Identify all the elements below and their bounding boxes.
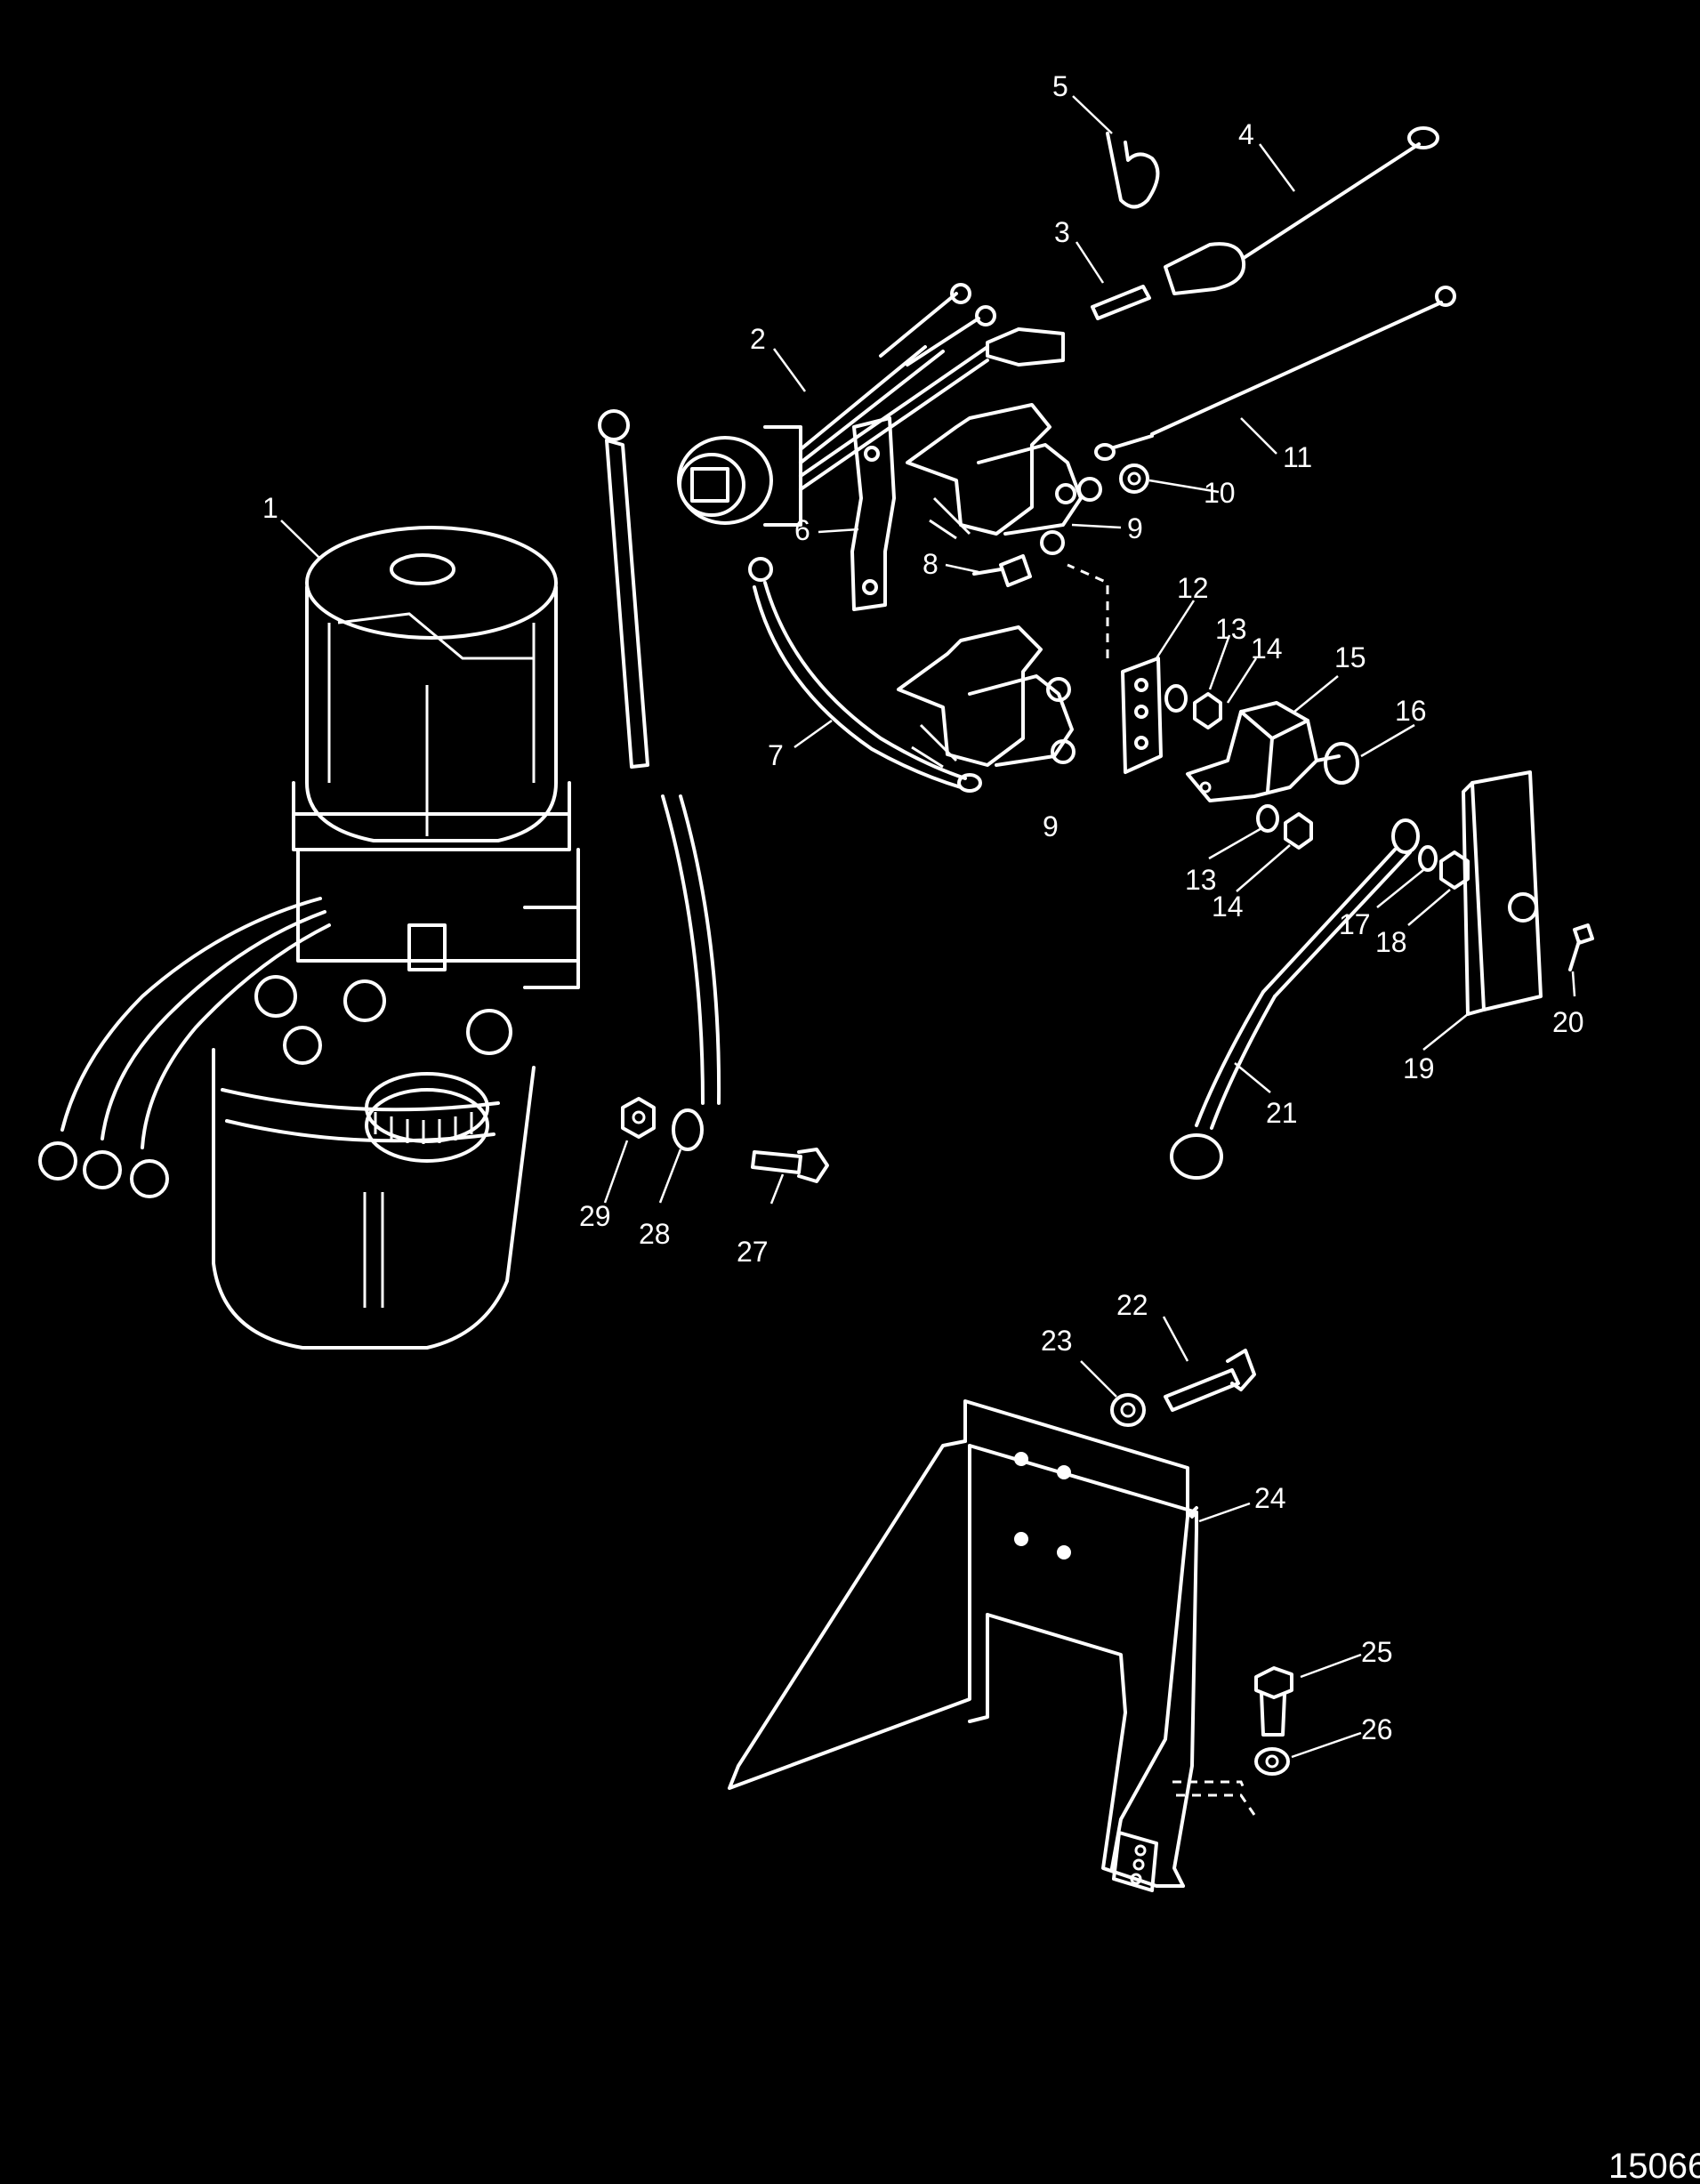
callout-13-lower: 13 — [1185, 864, 1217, 896]
callout-6: 6 — [794, 514, 810, 546]
callout-28: 28 — [639, 1218, 671, 1250]
callout-14-lower: 14 — [1212, 891, 1244, 923]
solenoid-upper — [906, 403, 1102, 555]
leader-lines — [280, 95, 1576, 1759]
mount-plate — [1067, 563, 1163, 774]
lead-11 — [1094, 286, 1456, 461]
washers-nuts-lower — [1256, 804, 1313, 850]
callout-26: 26 — [1361, 1713, 1393, 1745]
bolt-25 — [1254, 1666, 1293, 1737]
figure-number: 15066 — [1608, 2147, 1700, 2184]
callout-16: 16 — [1395, 695, 1427, 727]
callout-3: 3 — [1054, 216, 1070, 248]
callout-11: 11 — [1283, 441, 1312, 473]
callout-24: 24 — [1254, 1482, 1286, 1514]
callout-19: 19 — [1403, 1052, 1435, 1084]
fuse — [1091, 285, 1151, 320]
wiring-harness-plug — [677, 283, 1065, 527]
callout-5: 5 — [1052, 70, 1068, 102]
washer-16 — [1324, 742, 1359, 785]
callout-7: 7 — [768, 739, 784, 771]
callout-9-upper: 9 — [1127, 512, 1143, 544]
callout-18: 18 — [1375, 926, 1407, 958]
screw-8 — [972, 554, 1032, 587]
callout-15: 15 — [1334, 641, 1366, 673]
washer-23 — [1110, 1393, 1146, 1427]
callout-17: 17 — [1339, 908, 1371, 940]
bracket-bar-19 — [1462, 770, 1543, 1016]
pump-motor-assembly — [38, 526, 580, 1350]
bolt-22 — [1164, 1349, 1256, 1412]
callout-29: 29 — [579, 1200, 611, 1232]
solenoid-bracket — [850, 416, 896, 611]
bolt-27 — [751, 1148, 829, 1183]
callout-22: 22 — [1116, 1289, 1148, 1321]
mounting-bracket-24 — [728, 1399, 1256, 1892]
jumper-lead — [748, 557, 982, 793]
callout-21: 21 — [1266, 1097, 1298, 1129]
callout-27: 27 — [737, 1236, 769, 1268]
cable-clamp — [1106, 132, 1160, 209]
washers-nuts-upper — [1164, 684, 1222, 729]
callout-20: 20 — [1552, 1006, 1584, 1038]
callout-4: 4 — [1238, 118, 1254, 150]
callout-1: 1 — [262, 492, 278, 524]
callout-10: 10 — [1204, 477, 1236, 509]
ground-lead-21 — [1170, 818, 1420, 1180]
nut-29 — [621, 1097, 656, 1139]
callout-13-upper: 13 — [1215, 613, 1247, 645]
callout-2: 2 — [750, 323, 766, 355]
screw-20 — [1568, 923, 1594, 971]
callout-labels: 1 2 3 4 5 6 7 8 9 9 10 11 12 13 14 15 16… — [262, 70, 1584, 1745]
washer-26 — [1254, 1747, 1290, 1776]
nut-10 — [1119, 463, 1149, 494]
lockwasher-nut — [1418, 845, 1470, 890]
callout-8: 8 — [923, 548, 939, 580]
circuit-breaker — [1186, 701, 1341, 802]
callout-14-upper: 14 — [1251, 633, 1283, 665]
callout-23: 23 — [1041, 1325, 1073, 1357]
solenoid-lower — [897, 625, 1076, 769]
ground-cable — [598, 409, 721, 1151]
callout-25: 25 — [1361, 1636, 1393, 1668]
callout-12: 12 — [1177, 572, 1209, 604]
fuse-holder-lead — [1164, 126, 1439, 295]
callout-9-lower: 9 — [1043, 810, 1059, 842]
